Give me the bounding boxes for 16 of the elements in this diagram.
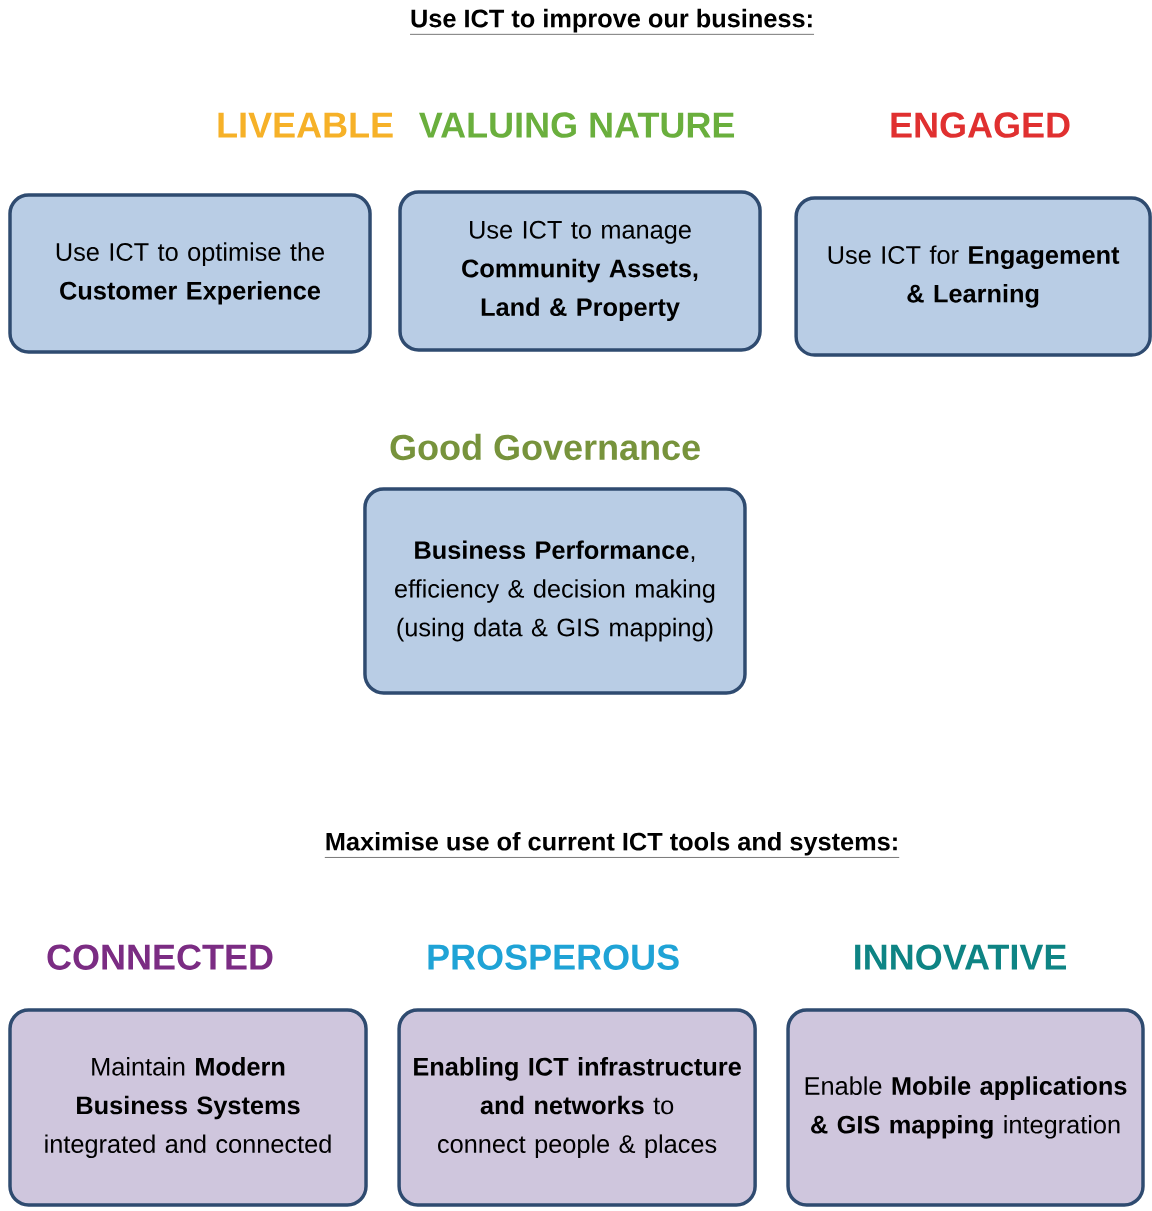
text-box: Use ICT to manage Community Assets, Land & Property — [398, 190, 762, 352]
text-box: Enable Mobile applications & GIS mapping integration — [786, 1008, 1145, 1207]
heading: VALUING NATURE — [419, 112, 734, 138]
text-box: Enabling ICT infrastructure and networks to connect people & places — [397, 1008, 757, 1207]
heading: ENGAGED — [891, 112, 1070, 138]
heading: Good Governance — [390, 433, 700, 461]
heading: LIVEABLE — [218, 112, 393, 138]
heading: PROSPEROUS — [428, 944, 679, 970]
text-box: Business Performance, efficiency & decision making (using data & GIS mapping) — [363, 487, 747, 695]
heading: CONNECTED — [47, 944, 273, 970]
heading: INNOVATIVE — [855, 944, 1066, 970]
section-heading: Maximise use of current ICT tools and systems: — [324, 832, 900, 858]
text-box: Use ICT for Engagement & Learning — [794, 196, 1152, 357]
section-heading: Use ICT to improve our business: — [409, 8, 815, 35]
text-box: Maintain Modern Business Systems integrated and connected — [8, 1008, 368, 1207]
text-box: Use ICT to optimise the Customer Experience — [8, 193, 372, 354]
